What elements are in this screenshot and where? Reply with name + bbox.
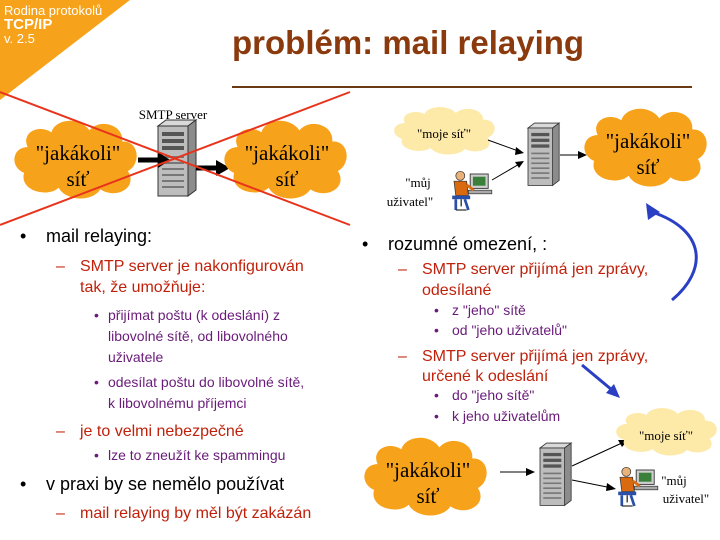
list-item: lze to zneužít ke spammingu: [94, 445, 285, 466]
my-user-label-1: "můj: [405, 175, 431, 190]
left-cloud-text-2: síť: [67, 167, 90, 191]
list-item: odesílat poštu do libovolné sítě,: [94, 372, 304, 393]
line-server-user: [571, 479, 613, 489]
right-cloud-text-2: síť: [276, 167, 299, 191]
list-item: od "jeho uživatelů": [434, 322, 567, 338]
tr-cloud-text-1: "jakákoli": [606, 129, 691, 153]
list-item: k jeho uživatelům: [434, 408, 560, 424]
left-cloud-text-1: "jakákoli": [36, 141, 121, 165]
server-tower-icon: [539, 442, 572, 506]
user-at-computer-icon: [450, 169, 494, 212]
line-user-server: [491, 162, 522, 181]
br-my-user-label-1: "můj: [661, 473, 687, 488]
user-at-computer-icon: [616, 465, 660, 508]
page-title: problém: mail relaying: [232, 24, 585, 61]
arrow-out-head: [216, 160, 230, 176]
title-underline: [232, 86, 692, 88]
curved-blue-arrow-head: [646, 203, 660, 220]
corner-triangle: [0, 0, 130, 100]
br-my-user-label-2: uživatel": [663, 491, 709, 506]
left-diagram: "jakákoli" síť SMTP server "jakákoli" sí…: [0, 91, 351, 226]
list-item: přijímat poštu (k odeslání) z: [94, 305, 280, 326]
my-net-label: "moje síť": [417, 126, 471, 141]
blue-arrow-head-2: [606, 384, 620, 398]
list-item-cont: k libovolnému příjemci: [108, 395, 247, 411]
list-item: SMTP server je nakonfigurován: [56, 256, 304, 277]
list-item: do "jeho sítě": [434, 387, 534, 403]
line-net-server: [487, 139, 522, 153]
top-right-diagram: "moje síť" "můj uživatel" "jakákoli" síť: [387, 106, 707, 212]
list-item: z "jeho" sítě: [434, 302, 526, 318]
smtp-server-label: SMTP server: [139, 107, 208, 122]
list-item-cont: libovolné sítě, od libovolného: [108, 328, 288, 344]
list-item-cont: tak, že umožňuje:: [80, 279, 206, 296]
br-my-net-label: "moje síť": [639, 428, 693, 443]
red-x-cross-icon: [0, 91, 351, 226]
server-tower-icon: [527, 122, 560, 186]
tr-cloud-text-2: síť: [637, 155, 660, 179]
list-item-cont: uživatele: [108, 349, 164, 365]
my-user-label-2: uživatel": [387, 194, 433, 209]
list-item: mail relaying by měl být zakázán: [56, 503, 311, 524]
right-cloud-text-1: "jakákoli": [245, 141, 330, 165]
br-cloud-text-1: "jakákoli": [386, 458, 471, 482]
curved-blue-arrow-icon: [581, 363, 613, 392]
list-item: rozumné omezení, :: [362, 234, 547, 255]
list-item-cont: odesílané: [422, 282, 492, 299]
course-label: Rodina protokolů TCP/IP v. 2.5: [4, 4, 102, 46]
list-item: je to velmi nebezpečné: [56, 421, 244, 442]
list-item: v praxi by se nemělo používat: [20, 474, 284, 495]
course-line-2: TCP/IP: [4, 16, 53, 33]
list-item: SMTP server přijímá jen zprávy,: [398, 346, 648, 367]
bottom-right-diagram: "jakákoli" síť "moje síť" "můj uživatel": [364, 407, 717, 516]
course-line-1: Rodina protokolů: [4, 3, 103, 18]
list-item: mail relaying:: [20, 226, 152, 247]
curved-blue-arrow-icon: [651, 210, 698, 302]
list-item-cont: určené k odeslání: [422, 368, 549, 385]
course-line-3: v. 2.5: [4, 31, 35, 46]
br-cloud-text-2: síť: [417, 484, 440, 508]
list-item: SMTP server přijímá jen zprávy,: [398, 259, 648, 280]
line-server-net: [571, 441, 625, 467]
